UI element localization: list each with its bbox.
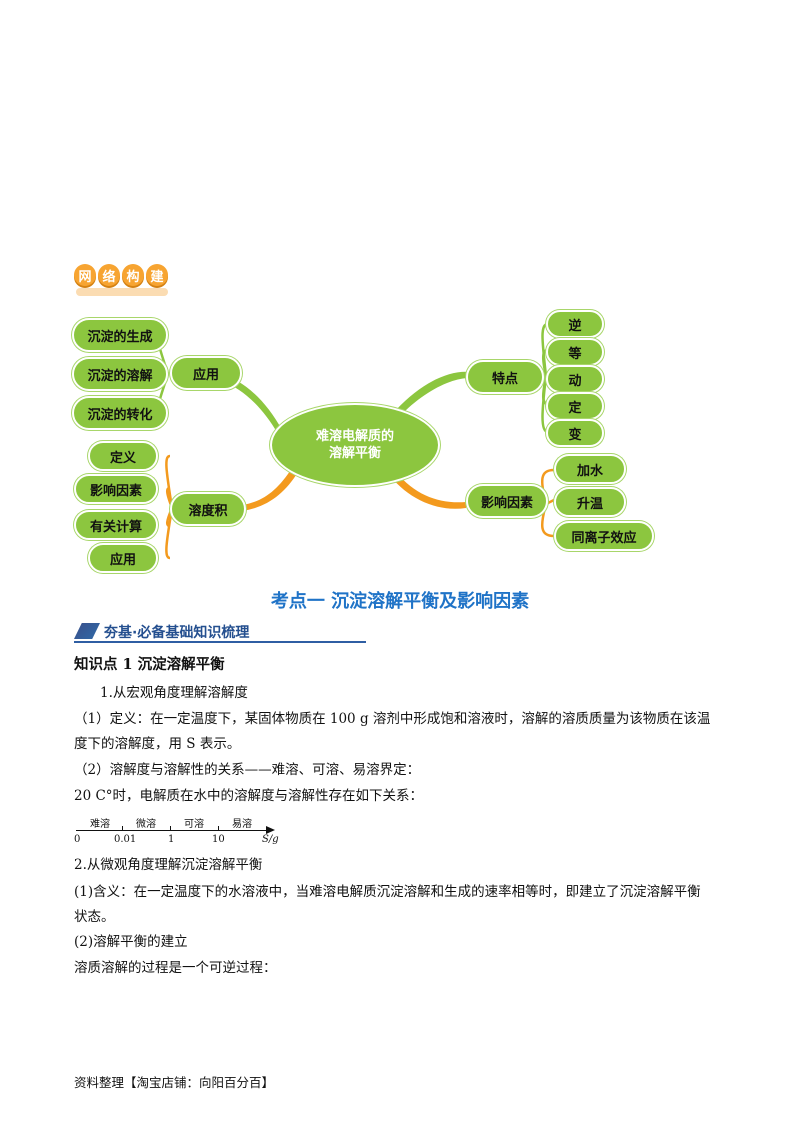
scale-axis-label: S/g [262,834,279,845]
branch-features [396,371,470,414]
node-precipitation-dissolution: 沉淀的溶解 [72,357,168,391]
footer-source: 资料整理【淘宝店铺：向阳百分百】 [74,1075,275,1090]
banner-char: 构 [122,264,144,286]
scale-tick [122,826,123,830]
paragraph-micro-heading: 2.从微观角度理解沉淀溶解平衡 [74,857,263,873]
node-application: 应用 [170,356,242,390]
paragraph-reversible-process: 溶质溶解的过程是一个可逆过程： [74,960,277,976]
node-factor-water: 加水 [554,454,626,484]
node-precipitation-formation: 沉淀的生成 [72,318,168,352]
paragraph-definition-line2: 度下的溶解度，用 S 表示。 [74,736,241,752]
node-ksp-factors: 影响因素 [74,474,158,504]
scale-tick-label: 0 [74,834,81,845]
section-title: 考点一 沉淀溶解平衡及影响因素 [270,591,530,612]
node-feature-dynamic: 动 [546,365,604,393]
scale-label-slightly: 微溶 [136,819,156,830]
paragraph-macro-solubility: 1.从宏观角度理解溶解度 [100,685,248,701]
node-factors: 影响因素 [466,484,548,518]
node-feature-constant: 定 [546,392,604,420]
mind-map: 沉淀的生成 沉淀的溶解 沉淀的转化 应用 定义 影响因素 有关计算 应用 溶度积… [60,300,740,590]
scale-tick-label: 10 [212,834,225,845]
scale-tick [170,826,171,830]
subheader-marker-icon [74,623,100,639]
paragraph-meaning-line1: (1)含义：在一定温度下的水溶液中，当难溶电解质沉淀溶解和生成的速率相等时，即建… [74,884,701,900]
banner-char: 网 [74,264,96,286]
scale-arrow-icon [266,826,275,834]
banner-char: 络 [98,264,120,286]
subheader-rule [74,641,366,643]
paragraph-meaning-line2: 状态。 [74,909,115,925]
node-precipitation-conversion: 沉淀的转化 [72,396,168,430]
scale-axis [76,830,268,831]
node-ksp-application: 应用 [88,543,158,573]
scale-label-insoluble: 难溶 [90,819,110,830]
knowledge-point-heading: 知识点 1 沉淀溶解平衡 [74,656,225,673]
node-feature-reversible: 逆 [546,310,604,338]
node-ksp: 溶度积 [170,492,246,526]
scale-tick-label: 1 [168,834,175,845]
node-center: 难溶电解质的溶解平衡 [270,403,440,487]
section-banner: 网 络 构 建 [74,264,170,296]
scale-label-soluble: 可溶 [184,819,204,830]
paragraph-solubility-relation: （2）溶解度与溶解性的关系——难溶、可溶、易溶界定： [74,762,421,778]
node-ksp-definition: 定义 [88,441,158,471]
node-feature-equal: 等 [546,338,604,366]
node-factor-common-ion: 同离子效应 [554,521,654,551]
banner-char: 建 [146,264,168,286]
subheader-bar: 夯基·必备基础知识梳理 [74,621,366,643]
subheader-text: 夯基·必备基础知识梳理 [104,625,250,641]
paragraph-definition-line1: （1）定义：在一定温度下，某固体物质在 100 g 溶剂中形成饱和溶液时，溶解的… [74,711,711,727]
solubility-scale: 难溶 微溶 可溶 易溶 0 0.01 1 10 S/g [74,813,284,849]
node-features: 特点 [466,360,544,394]
node-ksp-calculation: 有关计算 [74,510,158,540]
node-feature-change: 变 [546,419,604,447]
scale-label-easily: 易溶 [232,819,252,830]
banner-underline [76,288,168,296]
branch-application [200,371,282,434]
scale-tick [218,826,219,830]
paragraph-20c-relation: 20 C°时，电解质在水中的溶解度与溶解性存在如下关系： [74,788,424,804]
paragraph-establishment: (2)溶解平衡的建立 [74,934,188,950]
node-factor-heat: 升温 [554,487,626,517]
scale-tick-label: 0.01 [114,834,137,845]
